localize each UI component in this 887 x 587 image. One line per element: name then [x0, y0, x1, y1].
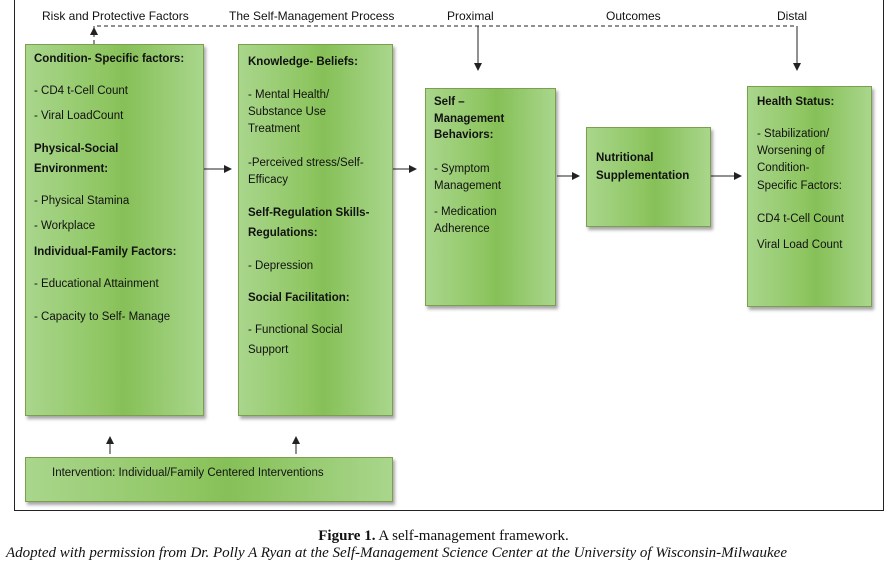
symptom-item: - Symptom	[434, 163, 490, 175]
self-regulation-skills-heading: Self-Regulation Skills-	[248, 207, 370, 219]
feedback-dashed-line	[93, 25, 797, 44]
symptom-management-item: Management	[434, 180, 502, 192]
medication-item: - Medication	[434, 206, 497, 218]
stabilization-item: - Stabilization/	[757, 128, 830, 140]
specific-factors-item: Specific Factors:	[757, 180, 842, 192]
header-distal: Distal	[777, 9, 808, 23]
environment-heading: Environment:	[34, 163, 109, 175]
self-management-behaviors-box: Self – Management Behaviors: - Symptom M…	[425, 88, 556, 306]
knowledge-beliefs-heading: Knowledge- Beliefs:	[248, 56, 358, 68]
figure-number: Figure 1.	[318, 528, 376, 544]
header-self-management-process: The Self-Management Process	[229, 9, 395, 23]
self-management-process-box: Knowledge- Beliefs: - Mental Health/ Sub…	[238, 44, 393, 416]
treatment-item: Treatment	[248, 123, 300, 135]
risk-protective-factors-box: Condition- Specific factors: - CD4 t-Cel…	[25, 44, 204, 416]
cd4-count-outcome-item: CD4 t-Cell Count	[757, 213, 844, 225]
behaviors-heading: Behaviors:	[434, 129, 494, 141]
condition-specific-factors-heading: Condition- Specific factors:	[34, 53, 185, 65]
nutritional-supplementation-box: Nutritional Supplementation	[586, 127, 711, 227]
health-status-heading: Health Status:	[757, 96, 835, 108]
header-risk-protective-factors: Risk and Protective Factors	[42, 9, 189, 23]
perceived-stress-item: -Perceived stress/Self-	[248, 157, 364, 169]
worsening-item: Worsening of	[757, 145, 825, 157]
management-heading: Management	[434, 113, 505, 125]
individual-family-factors-heading: Individual-Family Factors:	[34, 246, 177, 258]
support-item: Support	[248, 344, 289, 356]
nutritional-heading: Nutritional	[596, 152, 654, 164]
cd4-count-item: - CD4 t-Cell Count	[34, 85, 128, 97]
physical-stamina-item: - Physical Stamina	[34, 195, 130, 207]
mental-health-item: - Mental Health/	[248, 89, 330, 101]
health-status-box: Health Status: - Stabilization/ Worsenin…	[747, 86, 872, 307]
header-outcomes: Outcomes	[606, 9, 661, 23]
substance-use-item: Substance Use	[248, 106, 326, 118]
regulations-heading: Regulations:	[248, 227, 318, 239]
intervention-label: Intervention: Individual/Family Centered…	[52, 467, 324, 479]
physical-social-heading: Physical-Social	[34, 143, 119, 155]
intervention-box: Intervention: Individual/Family Centered…	[25, 457, 393, 502]
efficacy-item: Efficacy	[248, 174, 289, 186]
figure-credit: Adopted with permission from Dr. Polly A…	[6, 545, 787, 561]
condition-item: Condition-	[757, 162, 810, 174]
viral-load-item: - Viral LoadCount	[34, 110, 124, 122]
adherence-item: Adherence	[434, 223, 490, 235]
feedback-arrow-up	[90, 27, 98, 35]
depression-item: - Depression	[248, 260, 314, 272]
educational-attainment-item: - Educational Attainment	[34, 278, 159, 290]
header-proximal: Proximal	[447, 9, 494, 23]
self-heading: Self –	[434, 96, 465, 108]
functional-social-item: - Functional Social	[248, 324, 343, 336]
capacity-self-manage-item: - Capacity to Self- Manage	[34, 311, 171, 323]
workplace-item: - Workplace	[34, 220, 96, 232]
supplementation-heading: Supplementation	[596, 170, 690, 182]
viral-load-outcome-item: Viral Load Count	[757, 239, 843, 251]
figure-caption: Figure 1. A self-management framework.	[0, 527, 887, 545]
social-facilitation-heading: Social Facilitation:	[248, 292, 350, 304]
figure-title: A self-management framework.	[375, 528, 569, 544]
